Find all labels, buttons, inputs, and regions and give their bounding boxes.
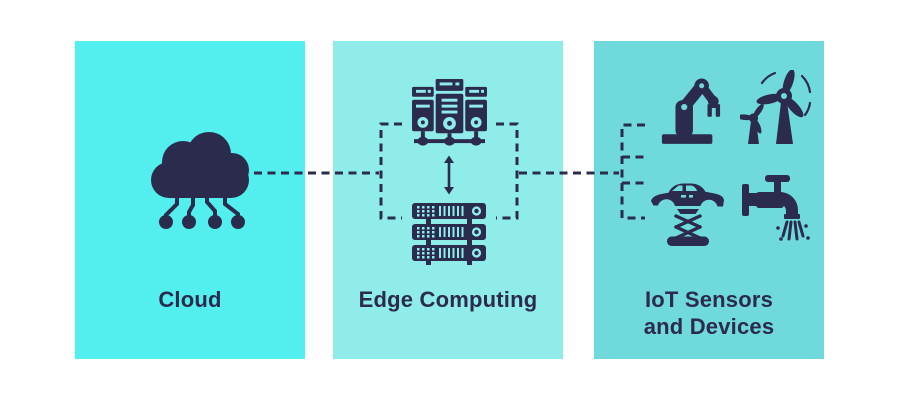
panel-cloud: Cloud: [75, 41, 305, 359]
panel-iot-label-line1: IoT Sensors: [644, 287, 774, 312]
server-cluster-icon: [412, 79, 487, 146]
wind-turbine-icon: [740, 70, 812, 144]
bidirectional-sync-arrow-icon: [444, 155, 454, 195]
car-lift-icon: [651, 183, 724, 246]
robot-arm-icon: [661, 78, 721, 144]
panel-iot-label: IoT Sensors and Devices: [594, 286, 824, 340]
panel-edge-label: Edge Computing: [358, 287, 538, 312]
cloud-network-icon: [151, 132, 249, 229]
panel-iot-label-line2: and Devices: [643, 314, 775, 339]
panel-edge: Edge Computing: [333, 41, 563, 359]
panel-cloud-label: Cloud: [158, 287, 222, 312]
water-faucet-icon: [742, 175, 810, 241]
server-rack-icon: [412, 203, 486, 265]
